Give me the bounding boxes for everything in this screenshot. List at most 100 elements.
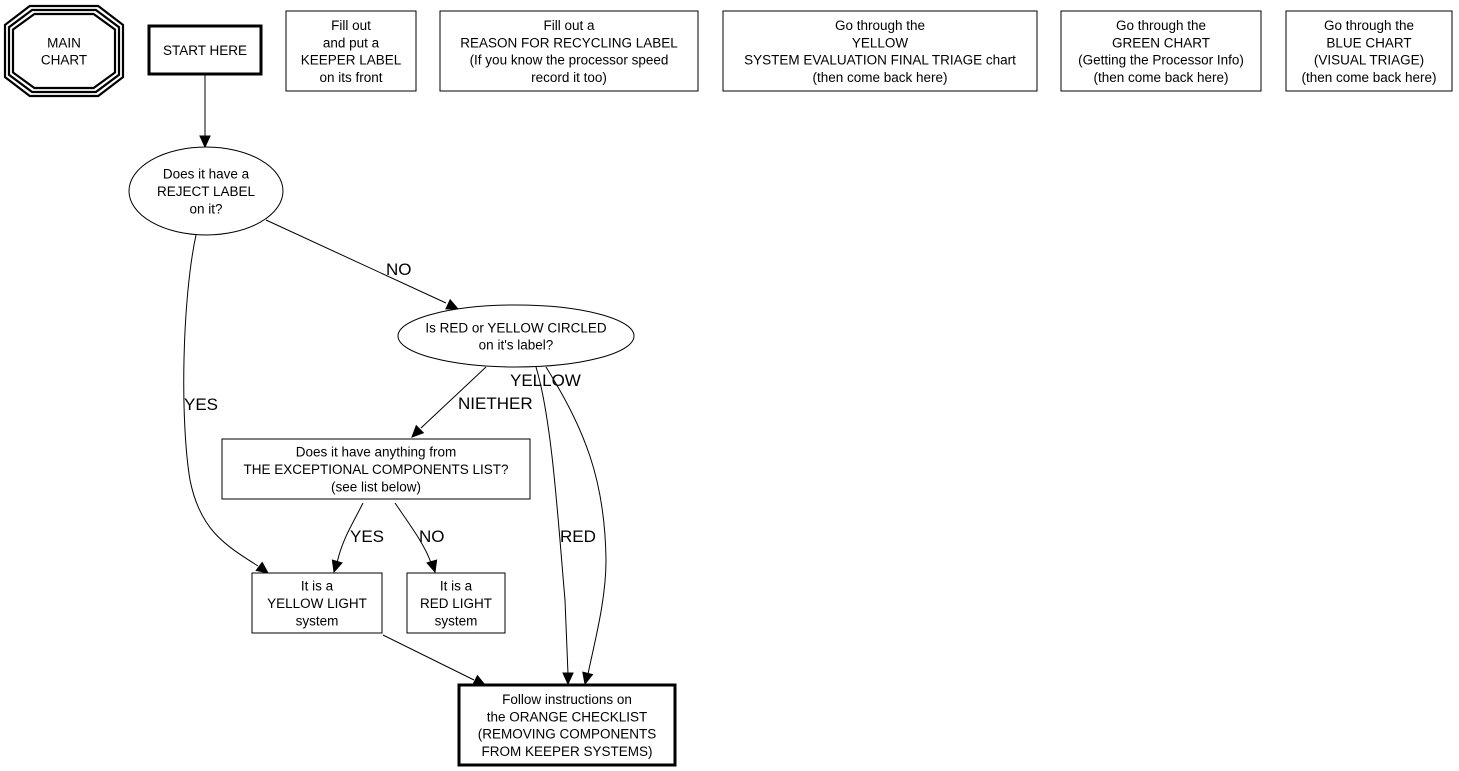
yellow-light-node[interactable]: It is a YELLOW LIGHT system	[251, 572, 383, 634]
edge-label-red: RED	[560, 527, 596, 546]
box-shape	[1285, 10, 1453, 92]
arrowhead-icon	[582, 671, 594, 686]
reject-no-edge	[265, 219, 460, 310]
edge-label-no: NO	[419, 527, 445, 546]
node-text-line: (see list below)	[331, 479, 421, 494]
bold-box-shape	[147, 24, 263, 76]
node-text-line: THE EXCEPTIONAL COMPONENTS LIST?	[243, 462, 508, 477]
edge-line	[420, 366, 487, 429]
box-shape	[285, 10, 417, 92]
node-text-line: KEEPER LABEL	[301, 53, 402, 68]
node-text-line: Go through the	[835, 18, 925, 33]
exceptional-yes-edge	[331, 502, 364, 574]
edge-label-niether: NIETHER	[458, 394, 533, 413]
node-text-line: MAIN	[47, 35, 81, 50]
box-shape	[722, 10, 1038, 92]
node-text-line: (then come back here)	[1093, 70, 1228, 85]
edge-line	[336, 502, 364, 564]
main-chart-node[interactable]: MAIN CHART	[3, 4, 125, 98]
circled-niether-edge	[411, 366, 487, 438]
node-text-line: CHART	[41, 53, 87, 68]
node-text-line: on its front	[319, 70, 382, 85]
circled-q-node[interactable]: Is RED or YELLOW CIRCLED on it's label?	[397, 304, 635, 368]
node-text-line: on it?	[189, 201, 222, 216]
arrowhead-icon	[255, 561, 269, 574]
reject-yes-edge	[183, 234, 269, 574]
arrowhead-icon	[562, 672, 574, 686]
edge-label-no: NO	[386, 260, 412, 279]
octagon-ring-3	[11, 12, 117, 90]
nodes-layer: MAIN CHART START HERE Fill out and put a KEEP…	[3, 4, 1453, 767]
yellow-to-orange-edge	[382, 634, 487, 686]
node-text-line: Follow instructions on	[502, 692, 632, 707]
ellipse-shape	[397, 304, 635, 368]
arrowhead-icon	[445, 298, 460, 310]
box-shape	[406, 572, 506, 634]
node-text-line: REASON FOR RECYCLING LABEL	[460, 35, 678, 50]
arrowhead-icon	[199, 135, 211, 149]
arrowhead-icon	[411, 424, 425, 438]
keeper-label-node[interactable]: Fill out and put a KEEPER LABEL on its fron…	[285, 10, 417, 92]
node-text-line: and put a	[323, 35, 380, 50]
octagon-ring-2	[7, 8, 121, 94]
node-text-line: It is a	[301, 579, 334, 594]
node-text-line: SYSTEM EVALUATION FINAL TRIAGE chart	[744, 53, 1016, 68]
node-text-line: (then come back here)	[812, 70, 947, 85]
node-text-line: Is RED or YELLOW CIRCLED	[425, 320, 607, 335]
node-text-line: Fill out	[331, 18, 371, 33]
recycling-label-node[interactable]: Fill out a REASON FOR RECYCLING LABEL (If …	[439, 10, 699, 92]
node-text-line: BLUE CHART	[1326, 35, 1411, 50]
node-text-line: Go through the	[1324, 18, 1414, 33]
node-text-line: Go through the	[1116, 18, 1206, 33]
node-text-line: YELLOW LIGHT	[267, 596, 367, 611]
circled-red-edge	[535, 366, 574, 686]
box-shape	[439, 10, 699, 92]
node-text-line: YELLOW	[852, 35, 909, 50]
node-text-line: on it's label?	[479, 338, 554, 353]
box-shape	[1060, 10, 1262, 92]
edge-line	[382, 634, 475, 681]
arrowhead-icon	[426, 559, 438, 574]
node-text-line: (then come back here)	[1301, 70, 1436, 85]
node-text-line: (REMOVING COMPONENTS	[478, 727, 657, 742]
node-text-line: (Getting the Processor Info)	[1078, 53, 1244, 68]
edge-line	[545, 366, 607, 675]
ellipse-shape	[128, 146, 284, 236]
node-text-line: Does it have a	[163, 167, 250, 182]
reject-label-q-node[interactable]: Does it have a REJECT LABEL on it?	[128, 146, 284, 236]
orange-checklist-node[interactable]: Follow instructions on the ORANGE CHECKLI…	[457, 683, 677, 767]
circled-yellow-edge	[545, 366, 607, 686]
edge-line	[265, 219, 447, 304]
edge-label-yes: YES	[350, 527, 384, 546]
node-text-line: Fill out a	[543, 18, 595, 33]
start-here-node[interactable]: START HERE	[147, 24, 263, 76]
edge-line	[394, 502, 432, 564]
edge-line	[535, 366, 569, 675]
edge-label-yes: YES	[184, 395, 218, 414]
node-text-line: RED LIGHT	[420, 596, 492, 611]
node-text-line: system	[435, 613, 478, 628]
node-text-line: record it too)	[531, 70, 607, 85]
node-text-line: the ORANGE CHECKLIST	[487, 709, 648, 724]
arrowhead-icon	[331, 559, 343, 574]
node-text-line: (If you know the processor speed	[470, 53, 669, 68]
node-text-line: REJECT LABEL	[157, 184, 256, 199]
edges-layer	[183, 75, 607, 686]
node-text-line: (VISUAL TRIAGE)	[1314, 53, 1424, 68]
node-text-line: GREEN CHART	[1112, 35, 1210, 50]
start-to-reject-edge	[199, 75, 211, 149]
node-text-line: FROM KEEPER SYSTEMS)	[481, 744, 652, 759]
node-text-line: system	[296, 613, 339, 628]
node-text-line: START HERE	[163, 43, 247, 58]
octagon-ring-1	[3, 4, 125, 98]
bold-box-shape	[457, 683, 677, 767]
node-text-line: Does it have anything from	[296, 445, 457, 460]
box-shape	[221, 438, 531, 500]
